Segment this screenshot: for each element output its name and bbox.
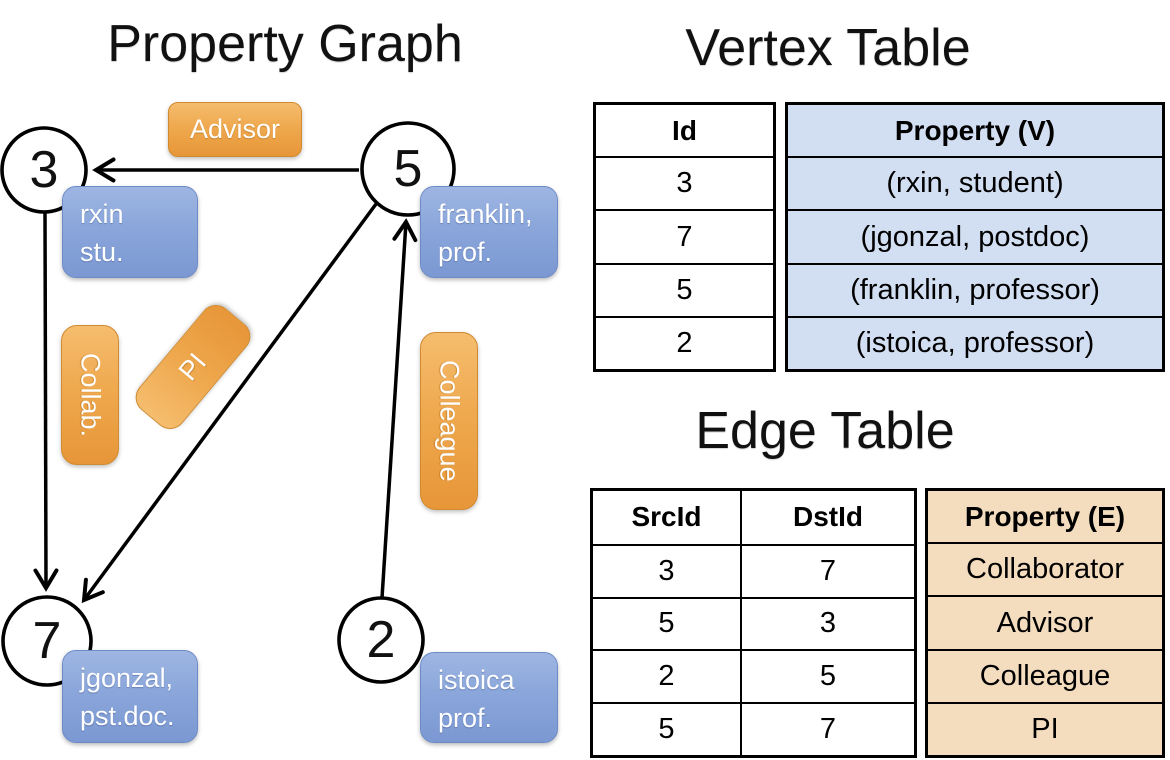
edge-srcid-cell: 3 bbox=[593, 543, 740, 597]
node-2-id: 2 bbox=[366, 611, 396, 669]
vertex-property-cell: (jgonzal, postdoc) bbox=[788, 209, 1162, 262]
edge-table: SrcId DstId 3 7 5 3 2 5 5 7 Property (E)… bbox=[590, 488, 1165, 758]
edge-2-to-5-colleague bbox=[380, 218, 418, 599]
vertex-table-property-column: Property (V) (rxin, student) (jgonzal, p… bbox=[785, 102, 1165, 372]
vertex-property-cell: (istoica, professor) bbox=[788, 315, 1162, 369]
edge-table-property-column: Property (E) Collaborator Advisor Collea… bbox=[925, 488, 1165, 758]
edge-dstid-cell: 7 bbox=[740, 543, 914, 597]
vertex-property-header: Property (V) bbox=[894, 114, 1056, 146]
edge-srcid-cell: 5 bbox=[593, 702, 740, 755]
edge-property-cell: Collaborator bbox=[928, 542, 1162, 595]
edge-table-title: Edge Table bbox=[695, 402, 955, 460]
edge-label-collab: Collab. bbox=[61, 325, 119, 465]
vertex-property-line: istoica bbox=[438, 665, 515, 695]
edge-label-advisor: Advisor bbox=[168, 102, 302, 157]
vertex-id-cell: 5 bbox=[596, 262, 773, 316]
edge-dstid-cell: 3 bbox=[740, 596, 914, 650]
edge-property-cell: Advisor bbox=[928, 595, 1162, 648]
edge-table-column-gap bbox=[917, 488, 925, 758]
node-3-id: 3 bbox=[29, 141, 59, 199]
vertex-id-cell: 3 bbox=[596, 156, 773, 209]
vertex-table-column-gap bbox=[776, 102, 785, 372]
vertex-property-line: rxin bbox=[80, 199, 124, 229]
vertex-property-cell: (rxin, student) bbox=[788, 156, 1162, 209]
vertex-property-cell: (franklin, professor) bbox=[788, 262, 1162, 316]
edge-dstid-cell: 7 bbox=[740, 702, 914, 755]
vertex-id-header: Id bbox=[672, 114, 697, 146]
vertex-table-title: Vertex Table bbox=[685, 19, 971, 77]
edge-table-id-columns: SrcId DstId 3 7 5 3 2 5 5 7 bbox=[590, 488, 917, 758]
vertex-property-line: jgonzal, bbox=[80, 663, 174, 693]
property-graph-title: Property Graph bbox=[107, 15, 463, 73]
edge-srcid-cell: 5 bbox=[593, 596, 740, 650]
edge-label-pi: PI bbox=[129, 298, 257, 436]
vertex-property-line: franklin, bbox=[438, 199, 533, 229]
vertex-property-box-7: jgonzal, pst.doc. bbox=[62, 650, 198, 743]
vertex-table: Id 3 7 5 2 Property (V) (rxin, student) … bbox=[593, 102, 1165, 372]
vertex-property-line: prof. bbox=[438, 703, 493, 734]
edge-3-to-7-collaborator bbox=[33, 211, 59, 592]
node-5-id: 5 bbox=[393, 140, 423, 198]
vertex-property-box-3: rxin stu. bbox=[62, 186, 198, 278]
edge-label-colleague: Colleague bbox=[420, 332, 478, 510]
vertex-property-line: stu. bbox=[80, 237, 124, 268]
edge-dstid-cell: 5 bbox=[740, 649, 914, 703]
vertex-id-cell: 7 bbox=[596, 209, 773, 262]
edge-property-cell: Colleague bbox=[928, 648, 1162, 702]
vertex-property-box-5: franklin, prof. bbox=[420, 186, 558, 278]
vertex-id-cell: 2 bbox=[596, 315, 773, 369]
vertex-property-line: prof. bbox=[438, 237, 493, 268]
edge-srcid-cell: 2 bbox=[593, 649, 740, 702]
edge-property-header: Property (E) bbox=[964, 500, 1126, 532]
vertex-property-line: pst.doc. bbox=[80, 701, 175, 732]
vertex-table-id-column: Id 3 7 5 2 bbox=[593, 102, 776, 372]
edge-property-cell: PI bbox=[928, 701, 1162, 755]
edge-srcid-header: SrcId bbox=[631, 501, 702, 533]
edge-dstid-header: DstId bbox=[740, 491, 914, 544]
vertex-property-box-2: istoica prof. bbox=[420, 652, 558, 743]
node-7-id: 7 bbox=[32, 612, 62, 670]
